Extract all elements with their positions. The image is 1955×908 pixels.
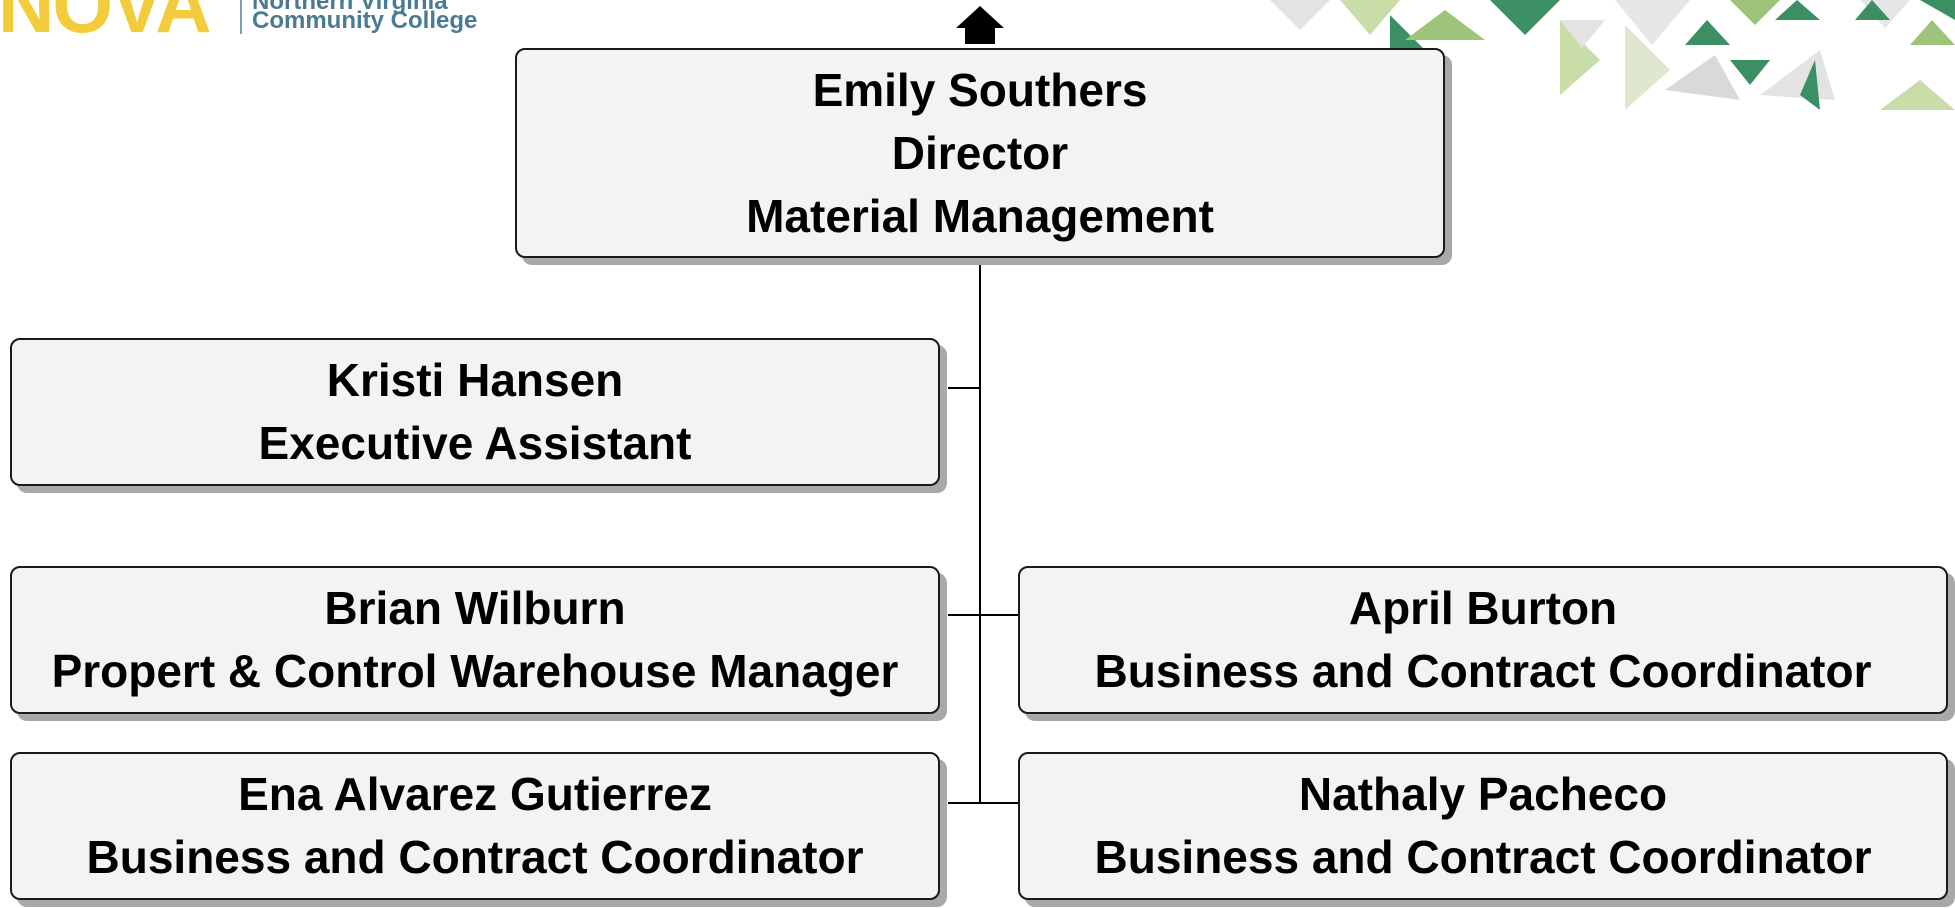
- deco-shape: [1775, 0, 1820, 20]
- node-department: Material Management: [746, 189, 1214, 242]
- deco-shape: [1910, 20, 1955, 45]
- up-arrow-icon[interactable]: [954, 4, 1006, 46]
- node-title: Propert & Control Warehouse Manager: [51, 645, 899, 697]
- deco-shape: [1615, 0, 1690, 45]
- node-name: April Burton: [1348, 582, 1618, 634]
- deco-shape: [1665, 55, 1740, 100]
- node-title: Executive Assistant: [258, 417, 692, 469]
- deco-shape: [1920, 0, 1955, 20]
- deco-shape: [1405, 10, 1485, 40]
- deco-shape: [1685, 20, 1730, 45]
- node-title: Business and Contract Coordinator: [86, 831, 864, 883]
- deco-shape: [1880, 80, 1955, 110]
- deco-shape: [1625, 25, 1670, 110]
- node-title: Business and Contract Coordinator: [1094, 831, 1872, 883]
- logo-divider: [240, 0, 242, 34]
- logo-college-name-line2: Community College: [252, 7, 478, 34]
- deco-shape: [1855, 0, 1890, 20]
- logo-wordmark: NOVA: [0, 0, 212, 49]
- deco-shape: [1800, 60, 1820, 110]
- deco-shape: [1560, 20, 1605, 48]
- org-node-director[interactable]: Emily Southers Director Material Managem…: [515, 48, 1445, 258]
- deco-shape: [1730, 0, 1780, 25]
- org-node-contract-coordinator[interactable]: April Burton Business and Contract Coord…: [1018, 566, 1948, 714]
- node-name: Nathaly Pacheco: [1298, 768, 1668, 820]
- node-name: Emily Southers: [812, 63, 1148, 116]
- node-name: Kristi Hansen: [326, 354, 624, 406]
- node-name: Ena Alvarez Gutierrez: [238, 768, 712, 820]
- org-node-warehouse-manager[interactable]: Brian Wilburn Propert & Control Warehous…: [10, 566, 940, 714]
- deco-shape: [1560, 20, 1600, 95]
- org-node-executive-assistant[interactable]: Kristi Hansen Executive Assistant: [10, 338, 940, 486]
- org-node-contract-coordinator[interactable]: Ena Alvarez Gutierrez Business and Contr…: [10, 752, 940, 900]
- node-name: Brian Wilburn: [324, 582, 626, 634]
- node-title: Business and Contract Coordinator: [1094, 645, 1872, 697]
- deco-shape: [1270, 0, 1330, 30]
- deco-shape: [1730, 60, 1770, 85]
- deco-shape: [1490, 0, 1560, 35]
- org-node-contract-coordinator[interactable]: Nathaly Pacheco Business and Contract Co…: [1018, 752, 1948, 900]
- deco-shape: [1340, 0, 1400, 35]
- logo-college-name-line1: Northern Virginia: [252, 0, 448, 15]
- node-title: Director: [891, 126, 1069, 179]
